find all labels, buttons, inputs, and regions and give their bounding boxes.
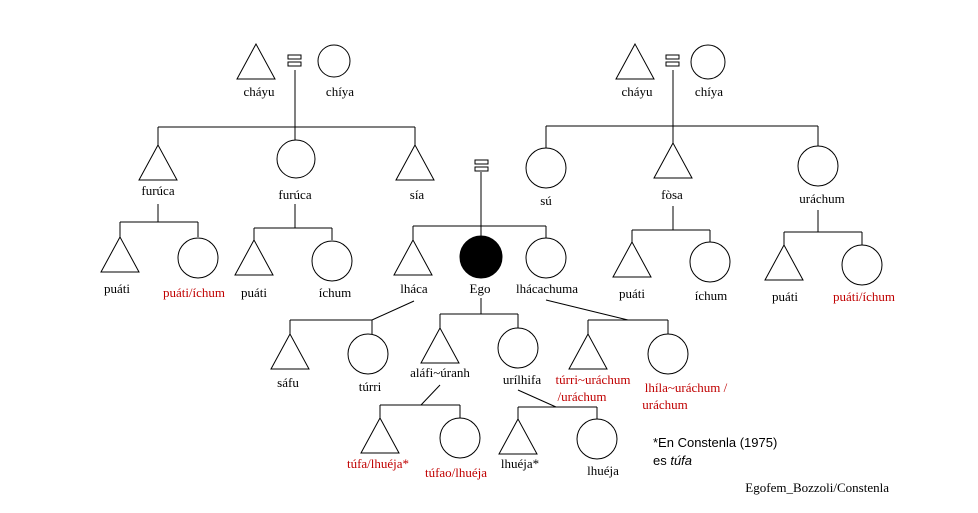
link-lhaca-children xyxy=(371,300,415,321)
tufa-triangle xyxy=(360,416,400,454)
label-sia: sía xyxy=(410,187,425,202)
urilhifa-circle xyxy=(497,327,539,369)
label-puati-ichum-5: puáti/íchum xyxy=(833,289,895,304)
label-grandmother-left: chíya xyxy=(326,84,354,99)
source-credit: Egofem_Bozzoli/Constenla xyxy=(745,480,889,495)
puati-4-triangle xyxy=(612,240,652,278)
label-turri: túrri xyxy=(359,379,382,394)
marriage-sign-left-bottom xyxy=(287,61,302,67)
alafi-triangle xyxy=(420,326,460,364)
marriage-sign-left-top xyxy=(287,54,302,60)
ichum-4-circle xyxy=(689,241,731,283)
label-turri-urachum-2: /uráchum xyxy=(557,389,606,404)
footnote-line-2: es túfa xyxy=(653,453,692,468)
label-alafi: aláfi~úranh xyxy=(410,365,470,380)
label-lhacachuma: lhácachuma xyxy=(516,281,578,296)
puati-2-triangle xyxy=(234,238,274,276)
label-puati-2: puáti xyxy=(241,285,267,300)
label-grandfather-right: cháyu xyxy=(621,84,653,99)
label-fosa: fòsa xyxy=(661,187,683,202)
furuca-female-circle xyxy=(276,139,316,179)
lhaca-triangle xyxy=(393,238,433,276)
label-safu: sáfu xyxy=(277,375,299,390)
fosa-triangle xyxy=(653,141,693,179)
grandmother-right-circle xyxy=(690,44,726,80)
urachum-circle xyxy=(797,145,839,187)
ego-circle xyxy=(459,235,503,279)
label-ego: Ego xyxy=(470,281,491,296)
turri-circle xyxy=(347,333,389,375)
label-puati-4: puáti xyxy=(619,286,645,301)
puati-ichum-1-circle xyxy=(177,237,219,279)
label-ichum-2: íchum xyxy=(319,285,352,300)
grandfather-left-triangle xyxy=(236,42,276,80)
label-furuca-male: furúca xyxy=(141,183,174,198)
label-urachum: uráchum xyxy=(799,191,844,206)
lhacachuma-circle xyxy=(525,237,567,279)
furuca-male-triangle xyxy=(138,143,178,181)
sia-triangle xyxy=(395,143,435,181)
marriage-sign-ego-top xyxy=(474,159,489,165)
label-tufao: túfao/lhuéja xyxy=(425,465,487,480)
puati-ichum-5-circle xyxy=(841,244,883,286)
ichum-2-circle xyxy=(311,240,353,282)
marriage-sign-right-bottom xyxy=(665,61,680,67)
lhueja-b-circle xyxy=(576,418,618,460)
tufao-circle xyxy=(439,417,481,459)
puati-5-triangle xyxy=(764,243,804,281)
label-turri-urachum-1: túrri~uráchum xyxy=(556,372,631,387)
link-alafi-children xyxy=(420,384,441,406)
label-lhueja-b: lhuéja xyxy=(587,463,619,478)
label-grandfather-left: cháyu xyxy=(243,84,275,99)
label-puati-1: puáti xyxy=(104,281,130,296)
turri-urachum-triangle xyxy=(568,332,608,370)
label-grandmother-right: chíya xyxy=(695,84,723,99)
grandmother-left-circle xyxy=(317,44,351,78)
label-puati-5: puáti xyxy=(772,289,798,304)
label-lhila-1: lhíla~uráchum / xyxy=(645,380,728,395)
label-ichum-4: íchum xyxy=(695,288,728,303)
marriage-sign-right-top xyxy=(665,54,680,60)
label-lhueja-a: lhuéja* xyxy=(501,456,539,471)
label-furuca-female: furúca xyxy=(278,187,311,202)
footnote-line-1: *En Constenla (1975) xyxy=(653,435,777,450)
label-puati-ichum-1: puáti/íchum xyxy=(163,285,225,300)
label-lhaca: lháca xyxy=(400,281,428,296)
su-circle xyxy=(525,147,567,189)
grandfather-right-triangle xyxy=(615,42,655,80)
lhila-circle xyxy=(647,333,689,375)
label-urilhifa: urílhifa xyxy=(503,372,541,387)
label-lhila-2: uráchum xyxy=(642,397,687,412)
label-su: sú xyxy=(540,193,552,208)
link-lhacachuma-children xyxy=(545,299,629,321)
lhueja-a-triangle xyxy=(498,417,538,455)
link-urilhifa-children xyxy=(517,389,557,408)
puati-1-triangle xyxy=(100,235,140,273)
footnote-italic-term: túfa xyxy=(670,453,692,468)
label-tufa: túfa/lhuéja* xyxy=(347,456,409,471)
safu-triangle xyxy=(270,332,310,370)
marriage-sign-ego-bottom xyxy=(474,166,489,172)
footnote-prefix: es xyxy=(653,453,670,468)
